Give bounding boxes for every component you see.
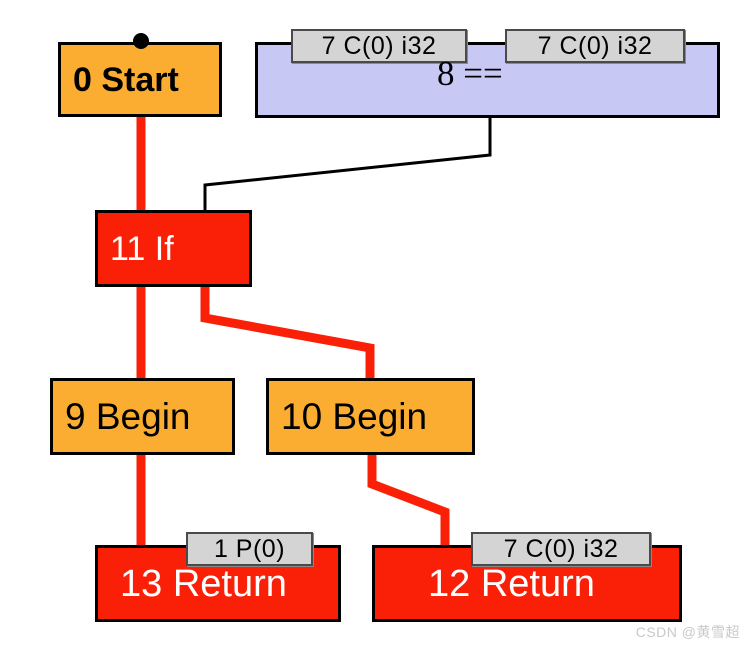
edge-begin10-to-return12 — [367, 452, 450, 552]
edge-if-to-begin10 — [200, 285, 375, 382]
node-if-11[interactable]: 11 If — [95, 210, 252, 287]
compare-operator-label: 8 == — [437, 54, 503, 93]
node-begin-10-label: 10 Begin — [281, 396, 428, 437]
edge-compare-to-if — [203, 118, 492, 212]
start-entry-dot-icon — [133, 33, 149, 49]
node-begin-9[interactable]: 9 Begin — [50, 378, 235, 455]
node-start-0[interactable]: 0 Start — [58, 42, 222, 117]
chip-input-right[interactable]: 7 C(0) i32 — [505, 29, 685, 63]
node-return-13-label: 13 Return — [120, 562, 287, 605]
chip-return13-input[interactable]: 1 P(0) — [186, 532, 313, 566]
chip-input-left[interactable]: 7 C(0) i32 — [291, 29, 467, 63]
watermark: CSDN @黄雪超 — [635, 624, 740, 640]
node-return-12-label: 12 Return — [428, 562, 595, 605]
node-start-0-label: 0 Start — [73, 60, 179, 99]
node-begin-10[interactable]: 10 Begin — [266, 378, 475, 455]
chip-return12-input[interactable]: 7 C(0) i32 — [471, 532, 651, 566]
node-begin-9-label: 9 Begin — [65, 396, 191, 437]
node-if-11-label: 11 If — [110, 229, 174, 268]
